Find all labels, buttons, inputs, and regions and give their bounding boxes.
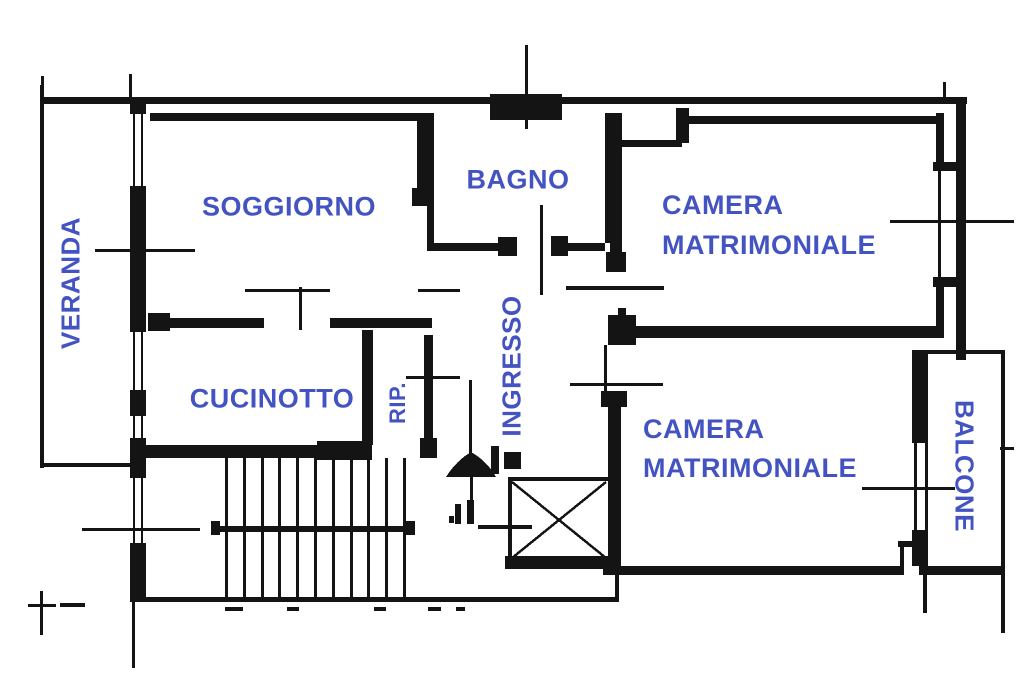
- room-label-soggiorno: SOGGIORNO: [201, 191, 377, 222]
- room-label-rip: RIP.: [385, 382, 410, 424]
- door-jamb: [504, 452, 521, 469]
- camera-matrimoniale-2-walls: [570, 345, 955, 570]
- door-jamb: [491, 446, 499, 474]
- window-sill: [933, 277, 966, 287]
- dimension-dash: [60, 603, 85, 607]
- dimension-dash: [225, 607, 243, 611]
- door-swing-fan: [446, 452, 496, 477]
- door-leaf: [469, 380, 472, 477]
- dimension-tick: [82, 528, 200, 531]
- room-label-line: MATRIMONIALE: [643, 453, 857, 483]
- window-line: [925, 443, 928, 530]
- door-jamb: [606, 252, 626, 272]
- window-line: [133, 330, 135, 392]
- balcony-door-leaf: [920, 545, 924, 568]
- elevator-shaft: [505, 477, 615, 569]
- veranda-walls: [40, 85, 200, 668]
- window-line: [141, 476, 143, 545]
- dimension-tick: [862, 487, 955, 490]
- room-label-balcone: BALCONE: [949, 399, 980, 533]
- room-label-bagno: BAGNO: [466, 164, 570, 195]
- window-line: [133, 414, 135, 440]
- window-line: [141, 330, 143, 392]
- window-line: [133, 112, 135, 188]
- window-line: [141, 112, 143, 188]
- balcony-door-leaf: [900, 545, 904, 568]
- door-jamb: [601, 391, 627, 407]
- door-swing-line: [570, 383, 663, 386]
- room-label-line: CAMERA: [662, 190, 784, 220]
- room-label-camera-matrimoniale-2: CAMERA MATRIMONIALE: [643, 410, 857, 488]
- dimension-dash: [428, 607, 441, 611]
- dimension-tick: [943, 82, 946, 99]
- room-label-ingresso: INGRESSO: [496, 295, 527, 437]
- shaft-diagonal: [511, 481, 607, 559]
- door-header-line: [418, 289, 460, 292]
- window-line: [938, 171, 941, 277]
- soggiorno-walls: [148, 113, 460, 331]
- corridor-wall-line: [566, 286, 664, 290]
- door-swing-line: [245, 289, 330, 292]
- window-line: [133, 476, 135, 545]
- door-leaf: [604, 345, 607, 393]
- room-label-cucinotto: CUCINOTTO: [189, 383, 355, 414]
- room-label-veranda: VERANDA: [55, 216, 86, 350]
- window-line: [914, 443, 917, 530]
- door-leaf: [299, 287, 302, 330]
- balcony-door-opening: [904, 566, 919, 575]
- room-label-camera-matrimoniale-1: CAMERA MATRIMONIALE: [662, 185, 876, 265]
- dimension-tick: [890, 220, 1014, 223]
- dimension-cross: [40, 591, 43, 635]
- window-line: [141, 414, 143, 440]
- dimension-dash: [287, 607, 299, 611]
- dimension-tick: [525, 45, 528, 129]
- room-label-line: MATRIMONIALE: [662, 230, 876, 260]
- camera-matrimoniale-1-walls: [566, 108, 1014, 345]
- staircase: [211, 458, 415, 598]
- door-leaf: [540, 205, 543, 295]
- outer-walls: [40, 45, 967, 360]
- dimension-dash: [374, 607, 386, 611]
- balcony-door-leaf: [898, 541, 928, 547]
- dimension-tick: [129, 74, 132, 100]
- dimension-tick: [1000, 447, 1014, 450]
- dimension-tick: [95, 249, 195, 252]
- door-header-line: [406, 376, 460, 379]
- bottom-walls: [28, 566, 1003, 635]
- bagno-walls: [427, 113, 613, 295]
- door-jamb: [420, 438, 437, 458]
- room-label-line: CAMERA: [643, 414, 765, 444]
- dimension-dash: [456, 607, 465, 611]
- entrance-door: [446, 380, 532, 529]
- stair-handrail: [215, 526, 413, 532]
- window-sill: [933, 162, 966, 171]
- balcone-walls: [898, 350, 1014, 633]
- cucinotto-walls: [146, 330, 460, 460]
- door-jamb: [498, 237, 517, 256]
